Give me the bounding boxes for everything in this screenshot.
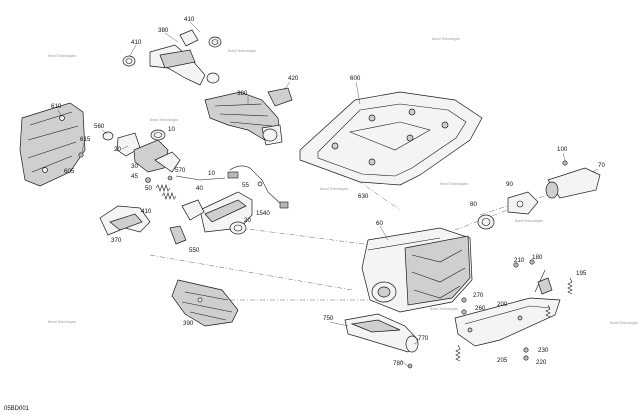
bolt-605	[78, 152, 84, 158]
callout-label: 410	[184, 16, 195, 23]
callout-label: 180	[532, 254, 543, 261]
callout-label: 270	[473, 292, 484, 299]
callout-label: 550	[189, 247, 200, 254]
callout-label: 370	[111, 237, 122, 244]
callout-label: 45	[131, 173, 138, 180]
tail-pipe-70-100	[545, 160, 601, 199]
exhaust-pipe-mid	[181, 191, 253, 235]
callout-label: 410	[131, 39, 142, 46]
callout-label: 420	[288, 75, 299, 82]
clamp-420	[267, 87, 293, 107]
callout-label: 55	[242, 182, 249, 189]
watermark-text: Brand Technologies	[432, 37, 460, 41]
callout-label: 195	[576, 270, 587, 277]
callout-label: 750	[323, 315, 334, 322]
callout-label: 560	[94, 123, 105, 130]
lower-pipe-750	[344, 313, 419, 369]
watermark-text: Brand Technologies	[610, 321, 638, 325]
callout-label: 380	[237, 90, 248, 97]
callout-label: 40	[196, 185, 203, 192]
watermark-text: Brand Technologies	[48, 54, 76, 58]
callout-label: 10	[208, 170, 215, 177]
bracket-200	[454, 269, 561, 347]
gaskets-80-90	[477, 191, 539, 230]
callout-label: 60	[376, 220, 383, 227]
callout-label: 10	[168, 126, 175, 133]
callout-label: 30	[131, 163, 138, 170]
heat-shield-610	[19, 102, 86, 187]
callout-label: 770	[418, 335, 429, 342]
callout-label: 390	[183, 320, 194, 327]
callout-label: 210	[514, 257, 525, 264]
springs-195	[455, 277, 573, 362]
callout-label: 410	[141, 208, 152, 215]
callout-label: 205	[497, 357, 508, 364]
callout-label: 220	[536, 359, 547, 366]
callout-label: 200	[497, 301, 508, 308]
exhaust-pipe-upper	[122, 29, 222, 86]
callout-label: 100	[557, 146, 568, 153]
springs-50	[155, 184, 177, 200]
watermark-text: Brand Technologies	[430, 307, 458, 311]
watermark-text: Brand Technologies	[48, 320, 76, 324]
cover-plate-600	[299, 91, 483, 186]
callout-label: 1540	[256, 210, 270, 217]
leader-lines	[57, 21, 599, 367]
callout-label: 605	[64, 168, 75, 175]
callout-label: 260	[475, 305, 486, 312]
callout-label: 570	[175, 167, 186, 174]
bracket-370	[99, 205, 187, 245]
callout-label: 230	[538, 347, 549, 354]
callout-label: 380	[158, 27, 169, 34]
callout-label: 600	[350, 75, 361, 82]
watermark-text: Brand Technologies	[440, 182, 468, 186]
heat-shield-390	[171, 279, 239, 327]
assembly-lines	[149, 174, 561, 301]
callout-labels: 610 615 605 560 20 30 45 50 410 370 550 …	[51, 16, 605, 367]
exhaust-manifold-380	[204, 91, 283, 146]
callout-label: 630	[358, 193, 369, 200]
callout-label: 780	[393, 360, 404, 367]
flange-cluster	[102, 129, 181, 183]
watermark-text: Brand Technologies	[150, 118, 178, 122]
callout-label: 20	[114, 146, 121, 153]
callout-label: 80	[470, 201, 477, 208]
callout-label: 615	[80, 136, 91, 143]
callout-label: 70	[598, 162, 605, 169]
watermark-text: Brand Technologies	[228, 49, 256, 53]
watermark-text: Brand Technologies	[320, 187, 348, 191]
callout-label: 610	[51, 103, 62, 110]
hardware-right	[461, 259, 535, 361]
watermark-text: Brand Technologies	[515, 219, 543, 223]
callout-label: 50	[145, 185, 152, 192]
callout-label: 90	[506, 181, 513, 188]
callout-label: 20	[244, 217, 251, 224]
oxygen-sensor-570	[175, 165, 289, 209]
diagram-code: 05BD001	[4, 406, 30, 412]
muffler-60	[361, 227, 473, 313]
